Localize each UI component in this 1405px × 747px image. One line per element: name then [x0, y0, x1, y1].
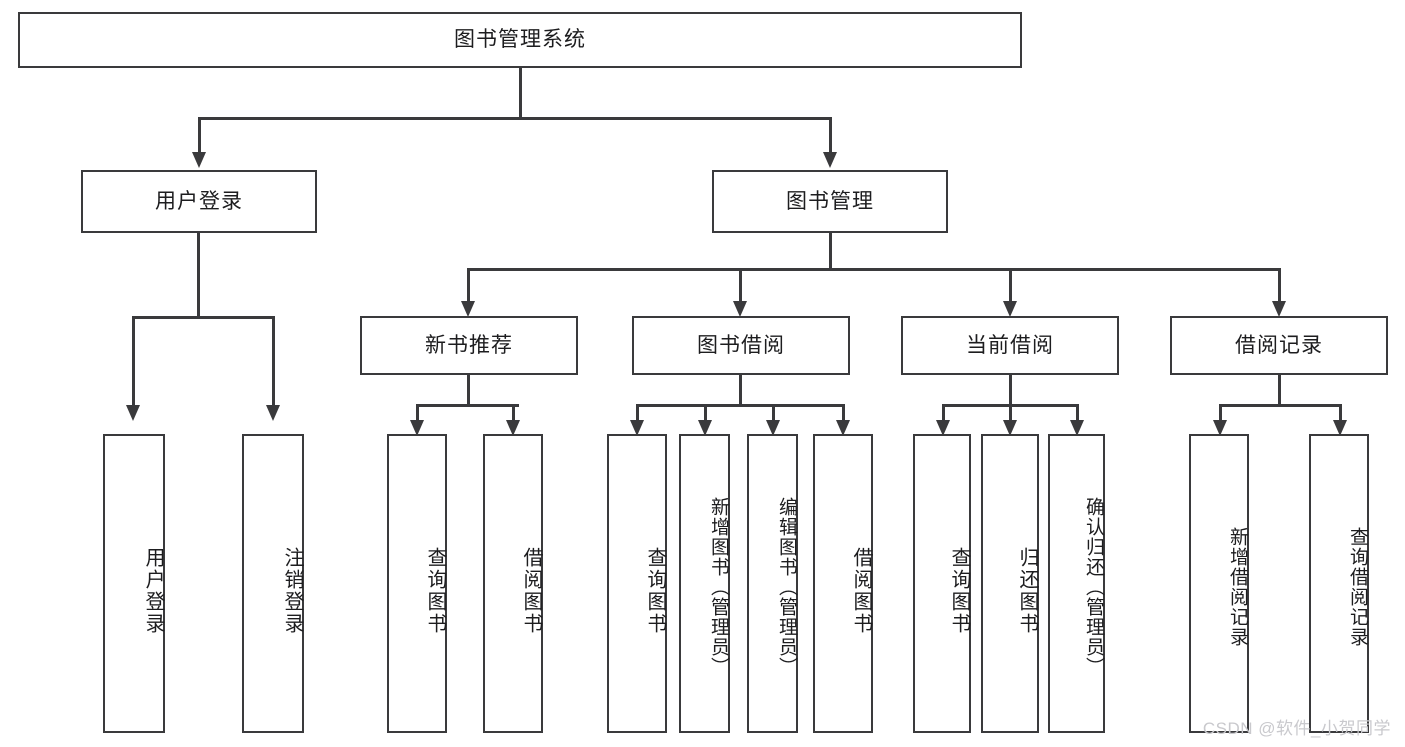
edge-bb-to-leaf-3	[842, 404, 845, 422]
arrowhead-bb-leaf-2	[766, 420, 780, 436]
node-label: 新增借阅记录	[1227, 526, 1248, 647]
edge-br-to-leaf-1	[1339, 404, 1342, 422]
edge-nb-to-leaf-0	[416, 404, 419, 422]
edge-bm-to-borrow-record	[1278, 268, 1281, 303]
node-book-management[interactable]: 图书管理	[712, 170, 948, 233]
node-label: 注销登录	[281, 546, 303, 635]
node-label: 查询图书	[948, 546, 970, 635]
node-label: 归还图书	[1016, 546, 1038, 635]
leaf-book-borrow-borrow-book[interactable]: 借阅图书	[813, 434, 873, 733]
edge-borrow-record-bus	[1219, 404, 1341, 407]
node-label: 图书借阅	[697, 333, 785, 357]
edge-current-borrow-stem	[1009, 375, 1012, 405]
edge-root-stem	[519, 68, 522, 118]
node-label: 借阅图书	[850, 546, 872, 635]
edge-new-book-stem	[467, 375, 470, 405]
edge-br-to-leaf-0	[1219, 404, 1222, 422]
leaf-current-borrow-return-book[interactable]: 归还图书	[981, 434, 1039, 733]
edge-bm-to-book-borrow	[739, 268, 742, 303]
leaf-new-book-borrow-book[interactable]: 借阅图书	[483, 434, 543, 733]
arrowhead-cb-leaf-1	[1003, 420, 1017, 436]
node-book-borrow[interactable]: 图书借阅	[632, 316, 850, 375]
arrowhead-cb-leaf-2	[1070, 420, 1084, 436]
node-label: 查询借阅记录	[1347, 526, 1368, 647]
node-label: 编辑图书（管理员）	[776, 496, 797, 677]
edge-bb-to-leaf-0	[636, 404, 639, 422]
edge-cb-to-leaf-2	[1076, 404, 1079, 422]
leaf-current-borrow-query-book[interactable]: 查询图书	[913, 434, 971, 733]
edge-root-to-book-management	[829, 117, 832, 153]
node-label: 查询图书	[644, 546, 666, 635]
leaf-book-borrow-edit-book-admin[interactable]: 编辑图书（管理员）	[747, 434, 798, 733]
node-label: 用户登录	[155, 189, 243, 213]
node-current-borrow[interactable]: 当前借阅	[901, 316, 1119, 375]
node-label: 当前借阅	[966, 333, 1054, 357]
arrowhead-user-login	[192, 152, 206, 168]
arrowhead-user-login-leaf-0	[126, 405, 140, 421]
leaf-new-book-query-book[interactable]: 查询图书	[387, 434, 447, 733]
edge-nb-to-leaf-1	[512, 404, 515, 422]
edge-bm-to-new-book	[467, 268, 470, 303]
arrowhead-nb-leaf-0	[410, 420, 424, 436]
node-label: 借阅记录	[1235, 333, 1323, 357]
edge-new-book-bus	[416, 404, 519, 407]
arrowhead-book-borrow	[733, 301, 747, 317]
leaf-current-borrow-confirm-return-admin[interactable]: 确认归还（管理员）	[1048, 434, 1105, 733]
leaf-borrow-record-query-record[interactable]: 查询借阅记录	[1309, 434, 1369, 733]
arrowhead-new-book-recommend	[461, 301, 475, 317]
arrowhead-current-borrow	[1003, 301, 1017, 317]
leaf-borrow-record-add-record[interactable]: 新增借阅记录	[1189, 434, 1249, 733]
leaf-book-borrow-query-book[interactable]: 查询图书	[607, 434, 667, 733]
node-label: 新书推荐	[425, 333, 513, 357]
node-root-book-management-system[interactable]: 图书管理系统	[18, 12, 1022, 68]
node-label: 用户登录	[142, 546, 164, 635]
arrowhead-user-login-leaf-1	[266, 405, 280, 421]
arrowhead-bb-leaf-3	[836, 420, 850, 436]
arrowhead-bb-leaf-0	[630, 420, 644, 436]
arrowhead-cb-leaf-0	[936, 420, 950, 436]
edge-user-login-to-leaf-0	[132, 316, 135, 406]
edge-book-management-stem	[829, 233, 832, 269]
node-label: 确认归还（管理员）	[1083, 496, 1104, 677]
csdn-watermark: CSDN @软件_小贺同学	[1202, 719, 1391, 738]
edge-user-login-bus	[132, 316, 274, 319]
arrowhead-borrow-record	[1272, 301, 1286, 317]
arrowhead-br-leaf-0	[1213, 420, 1227, 436]
edge-book-borrow-stem	[739, 375, 742, 405]
leaf-book-borrow-add-book-admin[interactable]: 新增图书（管理员）	[679, 434, 730, 733]
edge-borrow-record-stem	[1278, 375, 1281, 405]
node-label: 图书管理系统	[454, 28, 586, 52]
edge-root-to-user-login	[198, 117, 201, 153]
node-label: 借阅图书	[520, 546, 542, 635]
edge-root-bus	[198, 117, 831, 120]
node-new-book-recommend[interactable]: 新书推荐	[360, 316, 578, 375]
node-label: 新增图书（管理员）	[708, 496, 729, 677]
arrowhead-nb-leaf-1	[506, 420, 520, 436]
edge-cb-to-leaf-0	[942, 404, 945, 422]
edge-bm-to-current-borrow	[1009, 268, 1012, 303]
leaf-user-login-login[interactable]: 用户登录	[103, 434, 165, 733]
edge-user-login-to-leaf-1	[272, 316, 275, 406]
edge-book-management-bus	[467, 268, 1281, 271]
arrowhead-br-leaf-1	[1333, 420, 1347, 436]
leaf-user-login-logout[interactable]: 注销登录	[242, 434, 304, 733]
edge-cb-to-leaf-1	[1009, 404, 1012, 422]
edge-user-login-stem	[197, 233, 200, 317]
arrowhead-book-management	[823, 152, 837, 168]
arrowhead-bb-leaf-1	[698, 420, 712, 436]
edge-bb-to-leaf-1	[704, 404, 707, 422]
node-user-login[interactable]: 用户登录	[81, 170, 317, 233]
edge-book-borrow-bus	[636, 404, 844, 407]
edge-bb-to-leaf-2	[772, 404, 775, 422]
node-borrow-record[interactable]: 借阅记录	[1170, 316, 1388, 375]
node-label: 查询图书	[424, 546, 446, 635]
node-label: 图书管理	[786, 189, 874, 213]
